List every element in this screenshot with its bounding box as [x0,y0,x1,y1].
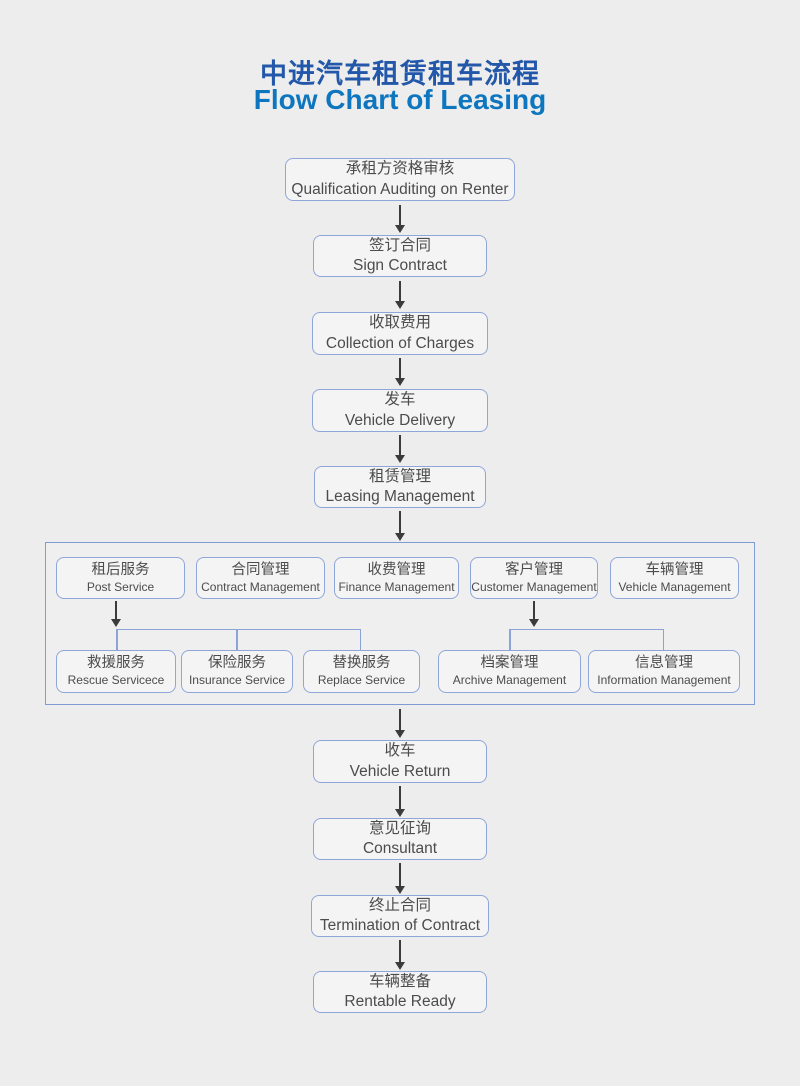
group-box-post-service: 租后服务 Post Service [56,557,185,599]
connector-bracket-left [116,629,361,651]
box-label-en: Archive Management [452,673,567,688]
box-label-zh: 信息管理 [635,655,693,672]
arrow-down-icon [395,205,405,233]
box-label-zh: 客户管理 [505,561,563,578]
box-label-en: Leasing Management [325,488,475,505]
group-box-information-management: 信息管理 Information Management [588,650,740,693]
box-label-en: Vehicle Management [618,579,731,594]
flow-box-vehicle-return: 收车 Vehicle Return [313,740,487,783]
box-label-zh: 发车 [384,391,416,409]
flow-box-termination-of-contract: 终止合同 Termination of Contract [311,895,489,937]
flow-box-consultant: 意见征询 Consultant [313,818,487,860]
box-label-en: Rescue Servicece [67,673,165,688]
box-label-zh: 救援服务 [87,655,145,672]
box-label-zh: 意见征询 [368,819,431,837]
box-label-zh: 收取费用 [368,314,431,332]
flow-box-leasing-management: 租赁管理 Leasing Management [314,466,486,508]
group-box-rescue-service: 救援服务 Rescue Servicece [56,650,176,693]
arrow-down-icon [111,601,121,627]
arrow-down-icon [395,511,405,541]
page-title-chinese: 中进汽车租赁租车流程 [260,59,540,89]
box-label-zh: 收费管理 [367,561,426,578]
box-label-zh: 终止合同 [368,896,431,914]
group-box-vehicle-management: 车辆管理 Vehicle Management [610,557,739,599]
box-label-en: Customer Management [471,579,597,594]
box-label-zh: 合同管理 [231,561,290,578]
box-label-zh: 档案管理 [480,655,539,672]
arrow-down-icon [395,358,405,386]
box-label-en: Insurance Service [188,673,286,688]
box-label-en: Vehicle Return [349,762,451,780]
box-label-zh: 替换服务 [332,655,391,672]
arrow-down-icon [395,281,405,309]
arrow-down-icon [395,863,405,894]
connector-bracket-right [509,629,664,651]
box-label-en: Information Management [597,673,731,688]
box-label-en: Collection of Charges [325,334,475,352]
group-box-insurance-service: 保险服务 Insurance Service [181,650,293,693]
box-label-zh: 保险服务 [208,655,266,672]
box-label-en: Termination of Contract [319,917,481,934]
group-box-replace-service: 替换服务 Replace Service [303,650,420,693]
flow-box-sign-contract: 签订合同 Sign Contract [313,235,487,277]
page-title-english: Flow Chart of Leasing [253,84,547,115]
flow-box-vehicle-delivery: 发车 Vehicle Delivery [312,389,488,432]
connector-drop [359,630,361,651]
arrow-down-icon [395,940,405,970]
box-label-zh: 收车 [384,742,416,760]
box-label-zh: 承租方资格审核 [345,160,455,178]
box-label-en: Post Service [86,579,155,594]
box-label-en: Consultant [362,840,438,857]
flow-box-collection-of-charges: 收取费用 Collection of Charges [312,312,488,355]
arrow-down-icon [395,435,405,463]
connector-drop [662,630,664,651]
box-label-en: Contract Management [201,579,320,594]
arrow-down-icon [395,786,405,817]
box-label-en: Rentable Ready [344,993,456,1010]
arrow-down-icon [529,601,539,627]
box-label-en: Replace Service [317,673,406,688]
connector-drop [116,630,118,651]
box-label-en: Sign Contract [353,257,447,274]
box-label-zh: 签订合同 [368,236,431,254]
group-box-customer-management: 客户管理 Customer Management [470,557,598,599]
group-box-archive-management: 档案管理 Archive Management [438,650,581,693]
group-box-contract-management: 合同管理 Contract Management [196,557,325,599]
box-label-zh: 租赁管理 [368,467,431,485]
box-label-zh: 租后服务 [91,561,150,578]
box-label-en: Vehicle Delivery [344,411,456,429]
group-box-finance-management: 收费管理 Finance Management [334,557,459,599]
box-label-en: Finance Management [338,579,455,594]
box-label-en: Qualification Auditing on Renter [291,180,509,198]
arrow-down-icon [395,709,405,738]
flow-box-qualification-auditing: 承租方资格审核 Qualification Auditing on Renter [285,158,515,201]
connector-drop [509,630,511,651]
connector-drop [236,630,238,651]
box-label-zh: 车辆整备 [368,972,431,990]
flow-box-rentable-ready: 车辆整备 Rentable Ready [313,971,487,1013]
box-label-zh: 车辆管理 [645,561,704,578]
